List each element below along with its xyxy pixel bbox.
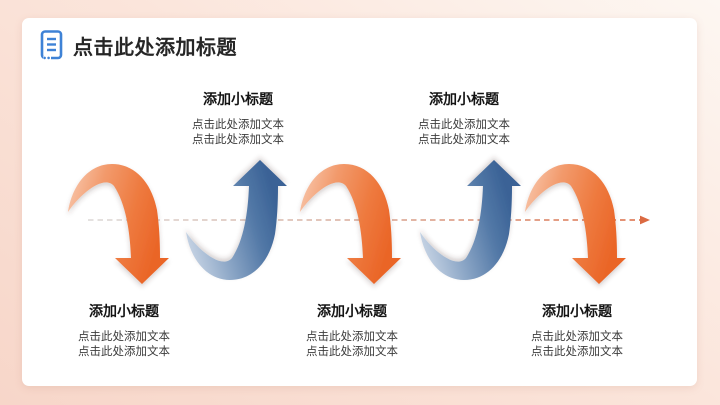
body-text-line: 点击此处添加文本 [418,119,510,131]
body-text-line: 点击此处添加文本 [192,119,284,131]
subtitle-text: 添加小标题 [542,303,612,319]
up-arrow-shape-1[interactable] [186,160,287,280]
slide-title[interactable]: 点击此处添加标题 [73,36,237,59]
text-placeholder-top-2[interactable]: 添加小标题 点击此处添加文本 点击此处添加文本 [374,89,554,148]
subtitle-text: 添加小标题 [203,91,273,107]
axis-arrowhead-icon [640,215,650,225]
body-text-line: 点击此处添加文本 [418,134,510,146]
subtitle-text: 添加小标题 [317,303,387,319]
text-placeholder-top-1[interactable]: 添加小标题 点击此处添加文本 点击此处添加文本 [148,89,328,148]
text-placeholder-bottom-3[interactable]: 添加小标题 点击此处添加文本 点击此处添加文本 [487,301,667,360]
document-lines-icon [40,30,63,60]
text-placeholder-bottom-1[interactable]: 添加小标题 点击此处添加文本 点击此处添加文本 [34,301,214,360]
subtitle-text: 添加小标题 [89,303,159,319]
text-placeholder-bottom-2[interactable]: 添加小标题 点击此处添加文本 点击此处添加文本 [262,301,442,360]
down-arrow-shape-2[interactable] [300,164,401,284]
body-text-line: 点击此处添加文本 [531,331,623,343]
subtitle-text: 添加小标题 [429,91,499,107]
down-arrow-shape-1[interactable] [68,164,169,284]
body-text-line: 点击此处添加文本 [306,331,398,343]
title-placeholder: 点击此处添加标题 [40,30,237,60]
body-text-line: 点击此处添加文本 [78,331,170,343]
body-text-line: 点击此处添加文本 [78,346,170,358]
body-text-line: 点击此处添加文本 [192,134,284,146]
body-text-line: 点击此处添加文本 [531,346,623,358]
down-arrow-shape-3[interactable] [525,164,626,284]
body-text-line: 点击此处添加文本 [306,346,398,358]
